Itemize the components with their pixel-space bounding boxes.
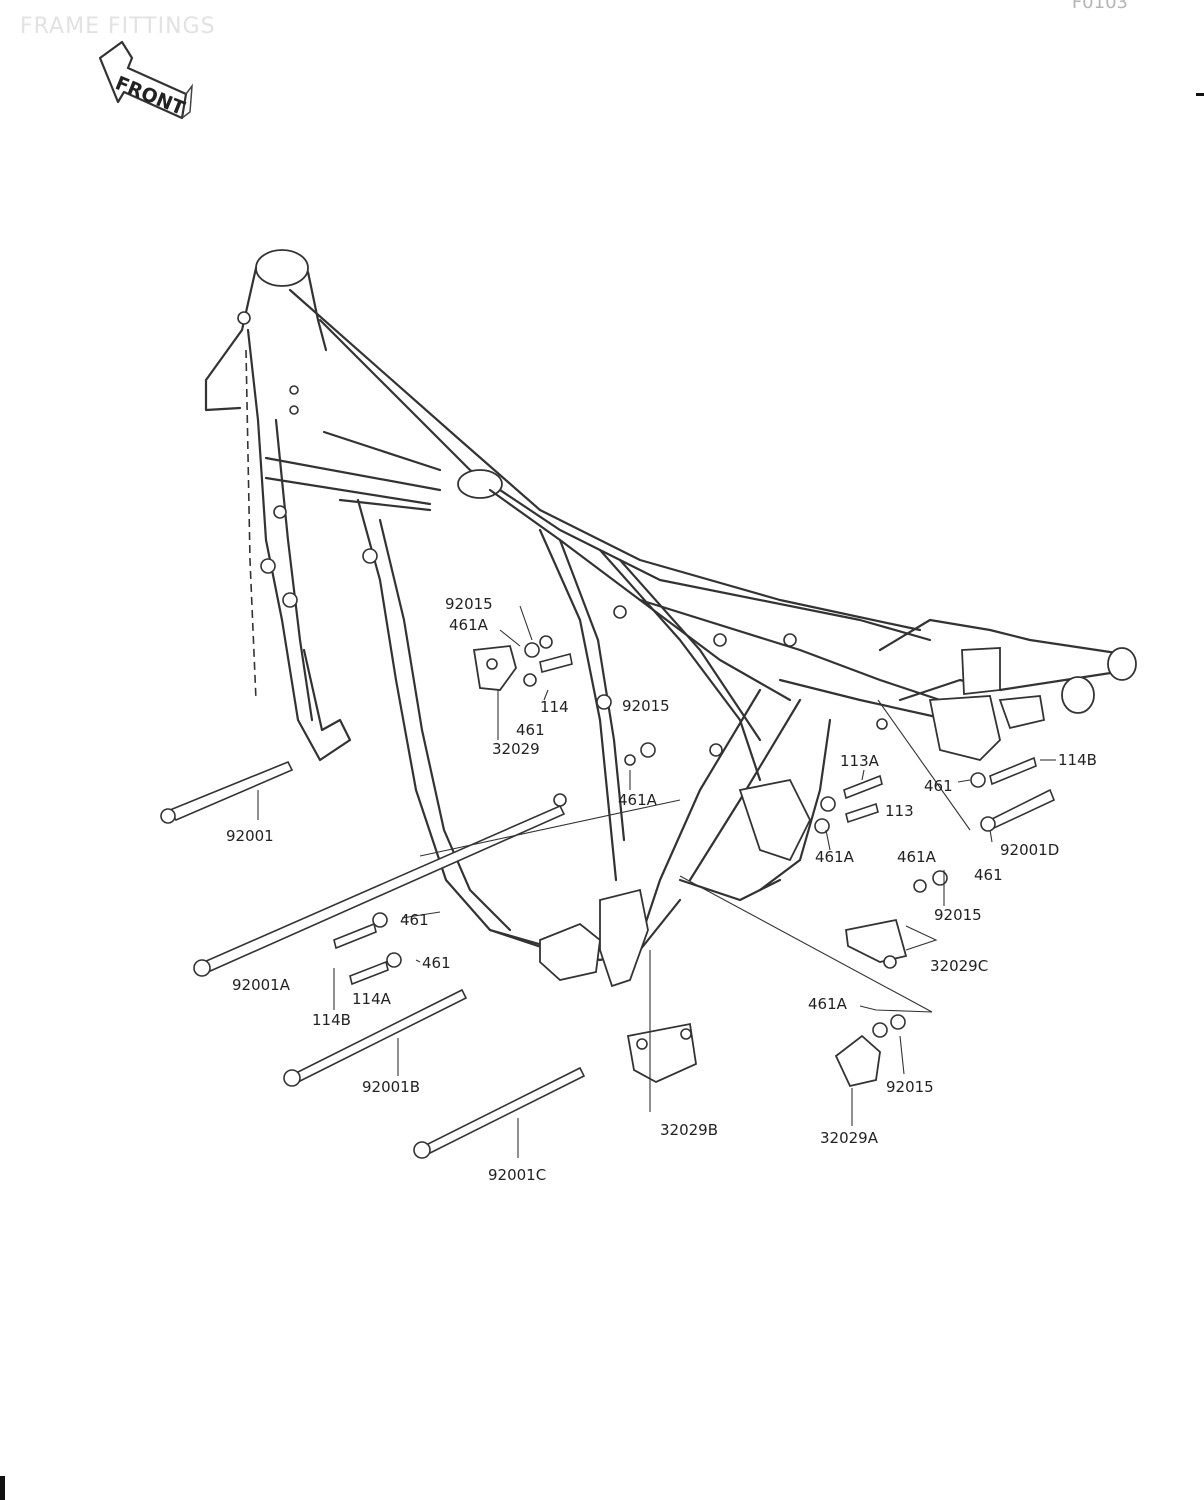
bolt-92001D [980, 788, 1056, 832]
label-92001B: 92001B [362, 1078, 420, 1096]
label-114: 114 [540, 698, 569, 716]
motorcycle-frame [204, 249, 1137, 988]
page-title: FRAME FITTINGS [20, 14, 216, 39]
label-461A-r2: 461A [897, 848, 937, 866]
label-461A-bottom: 461A [808, 995, 848, 1013]
front-label: FRONT [112, 72, 188, 120]
label-461-right: 461 [924, 777, 953, 795]
label-114A: 114A [352, 990, 392, 1008]
label-113: 113 [885, 802, 914, 820]
bolt-92001C [413, 1066, 586, 1159]
bracket-32029A [834, 1014, 906, 1088]
part-labels: 92015 461A 114 461 32029 92015 461A 9200… [226, 595, 1097, 1184]
label-92015-mid: 92015 [622, 697, 670, 715]
label-461-mid: 461 [516, 721, 545, 739]
label-92001D: 92001D [1000, 841, 1059, 859]
bracket-32029B [626, 1022, 697, 1084]
label-461-low2: 461 [422, 954, 451, 972]
nut-461A-mid-2 [624, 754, 636, 766]
leader-lines [257, 605, 1056, 1158]
edge-tick-right [1196, 93, 1204, 96]
label-461-r2: 461 [974, 866, 1003, 884]
label-461A-r1: 461A [815, 848, 855, 866]
diagram-ref-code: F0103 [1071, 0, 1128, 13]
label-113A: 113A [840, 752, 880, 770]
bolt-114A-114B-low [333, 912, 402, 986]
label-114B-low: 114B [312, 1011, 351, 1029]
washer-92015-mid [596, 694, 612, 710]
bolt-113A [820, 774, 883, 812]
bolt-114B-right [970, 756, 1037, 788]
nut-461A-mid [640, 742, 656, 758]
label-461A-top: 461A [449, 616, 489, 634]
edge-tick-bottom-left [0, 1476, 5, 1500]
bracket-32029 [472, 635, 573, 691]
label-92001A: 92001A [232, 976, 291, 994]
front-arrow: FRONT [98, 40, 193, 120]
bolt-92001B [283, 988, 468, 1087]
bolt-113 [814, 802, 879, 834]
label-92015-top: 92015 [445, 595, 493, 613]
bracket-32029C [845, 870, 948, 969]
label-114B-right: 114B [1058, 751, 1097, 769]
label-92001: 92001 [226, 827, 274, 845]
label-32029A: 32029A [820, 1129, 879, 1147]
label-92001C: 92001C [488, 1166, 546, 1184]
label-32029C: 32029C [930, 957, 988, 975]
label-32029B: 32029B [660, 1121, 718, 1139]
label-32029: 32029 [492, 740, 540, 758]
bolt-92001A [193, 804, 566, 977]
label-461-low1: 461 [400, 911, 429, 929]
label-461A-mid: 461A [618, 791, 658, 809]
label-92015-bottom: 92015 [886, 1078, 934, 1096]
bolt-92001 [160, 760, 294, 824]
label-92015-right: 92015 [934, 906, 982, 924]
